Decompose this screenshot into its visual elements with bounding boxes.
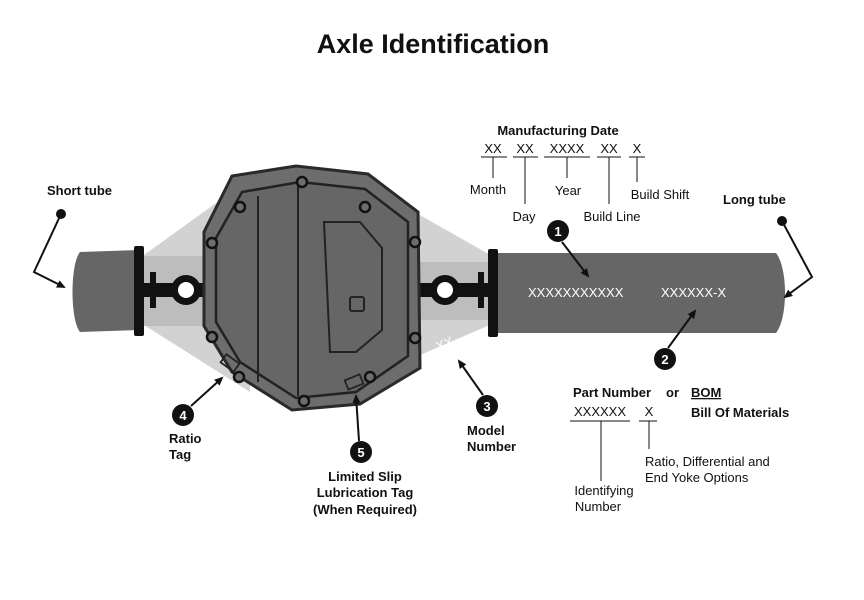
model-number-label-line2: Number — [467, 439, 516, 454]
part-number-leaders — [570, 420, 657, 481]
short-tube-leader — [32, 213, 66, 288]
callout-2-badge — [654, 348, 676, 370]
callout-3-arrow — [457, 359, 484, 396]
ratio-tag — [219, 352, 241, 374]
callout-1-number: 1 — [554, 224, 561, 239]
build-shift-code: X — [633, 141, 642, 156]
identifying-number-label-line1: Identifying — [574, 483, 633, 498]
limited-slip-label-line2: Lubrication Tag — [317, 485, 414, 500]
short-tube — [72, 250, 140, 332]
model-number-label-line1: Model — [467, 423, 505, 438]
build-line-label: Build Line — [583, 209, 640, 224]
callout-4-badge — [172, 404, 194, 426]
cover-bolts — [205, 175, 422, 408]
left-yoke — [144, 272, 214, 308]
year-code: XXXX — [550, 141, 585, 156]
short-tube-label: Short tube — [47, 183, 112, 198]
month-label: Month — [470, 182, 506, 197]
manufacturing-date-codes: XX XX XXXX XX X — [481, 141, 645, 204]
year-label: Year — [555, 183, 582, 198]
or-label: or — [666, 385, 679, 400]
limited-slip-tag — [343, 373, 365, 391]
model-code: XX — [434, 333, 456, 354]
callout-3-badge — [476, 395, 498, 417]
ratio-tag-label-line2: Tag — [169, 447, 191, 462]
callout-4-number: 4 — [179, 408, 187, 423]
callout-1-arrow — [561, 241, 590, 278]
long-tube — [496, 253, 785, 333]
long-tube-leader — [781, 220, 814, 299]
right-yoke — [420, 272, 490, 308]
long-tube-label: Long tube — [723, 192, 786, 207]
short-tube-flange — [134, 246, 144, 336]
month-code: XX — [484, 141, 502, 156]
identifying-number-label-line2: Number — [575, 499, 622, 514]
part-number-code-main: XXXXXX — [574, 404, 626, 419]
differential-housing — [202, 164, 422, 412]
part-number-heading: Part Number — [573, 385, 651, 400]
options-label-line1: Ratio, Differential and — [645, 454, 770, 469]
callout-3-number: 3 — [483, 399, 490, 414]
build-shift-label: Build Shift — [631, 187, 690, 202]
callout-1-badge — [547, 220, 569, 242]
diagram-title: Axle Identification — [317, 29, 550, 59]
callout-5-arrow — [352, 394, 361, 442]
callout-4-arrow — [190, 376, 224, 407]
options-label-line2: End Yoke Options — [645, 470, 749, 485]
callout-2-arrow — [667, 309, 697, 349]
bill-of-materials-label: Bill Of Materials — [691, 405, 789, 420]
callout-5-number: 5 — [357, 445, 364, 460]
callout-2-number: 2 — [661, 352, 668, 367]
limited-slip-label-line3: (When Required) — [313, 502, 417, 517]
bom-label: BOM — [691, 385, 721, 400]
ratio-tag-label-line1: Ratio — [169, 431, 202, 446]
day-label: Day — [512, 209, 536, 224]
manufacturing-date-heading: Manufacturing Date — [497, 123, 618, 138]
tube-code-primary: XXXXXXXXXXX — [528, 285, 624, 300]
build-line-code: XX — [600, 141, 618, 156]
part-number-code-suffix: X — [645, 404, 654, 419]
day-code: XX — [516, 141, 534, 156]
limited-slip-label-line1: Limited Slip — [328, 469, 402, 484]
fill-plug — [349, 296, 365, 312]
long-tube-flange — [488, 249, 498, 337]
tube-code-secondary: XXXXXX-X — [661, 285, 726, 300]
callout-5-badge — [350, 441, 372, 463]
